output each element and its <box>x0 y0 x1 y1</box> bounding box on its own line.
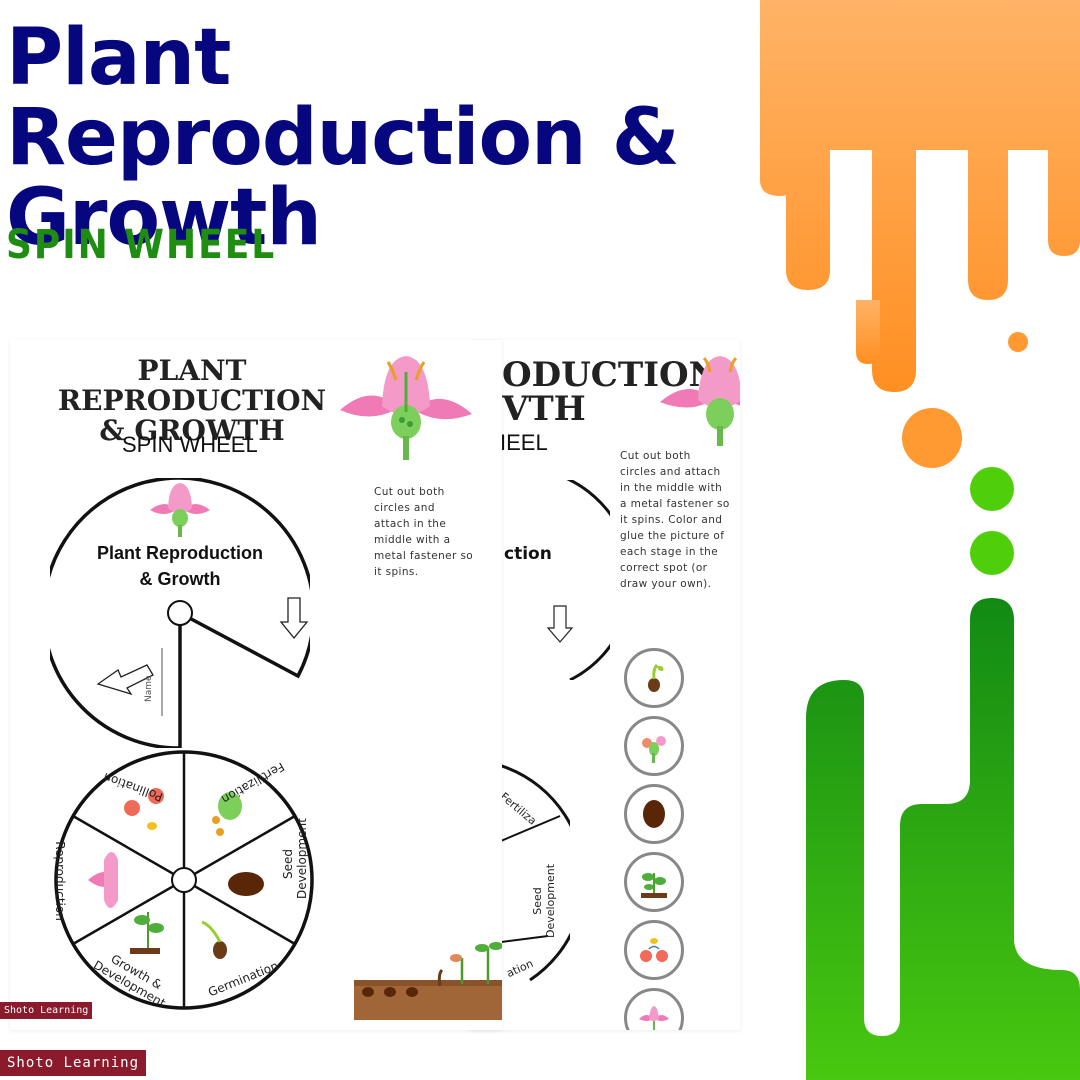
worksheet-page-back: ODUCTION VTH IEEL ction Fertiliza Seed D… <box>470 340 740 1030</box>
page-title: Plant Reproduction & Growth <box>6 13 680 263</box>
worksheet-page-front: PLANT REPRODUCTION & GROWTH SPIN WHEEL P… <box>10 340 502 1030</box>
watermark: Shoto Learning <box>0 1050 147 1076</box>
stage-icon-column <box>624 648 684 1030</box>
worksheet-back-instructions: Cut out both circles and attach in the m… <box>620 450 730 590</box>
wheel-title: Plant Reproduction & Growth <box>97 543 263 589</box>
flower-illustration-icon <box>660 356 740 446</box>
worksheet-front-subtitle: SPIN WHEEL <box>122 432 258 457</box>
back-wheel-label-fragment: ction <box>504 544 552 564</box>
worksheet-back-title: ODUCTION VTH <box>502 355 720 429</box>
green-dot-decoration <box>970 531 1014 575</box>
segment-label-reproduction: Reproduction <box>52 841 67 921</box>
flower-cross-section-icon <box>624 716 684 776</box>
spin-wheel-top <box>50 478 310 748</box>
back-segment-label-seed-development: Seed Development <box>531 863 557 939</box>
worksheet-back-subtitle: IEEL <box>500 430 548 455</box>
young-plant-icon <box>624 852 684 912</box>
segment-label-seed-development: Seed Development <box>281 818 309 899</box>
spin-wheel-bottom <box>54 750 314 1010</box>
flower-icon <box>624 988 684 1030</box>
germination-soil-strip <box>354 942 502 1020</box>
worksheet-front-title: PLANT REPRODUCTION & GROWTH <box>57 354 327 447</box>
flower-illustration-icon <box>340 356 472 460</box>
orange-drip-decoration <box>760 0 1080 468</box>
worksheet-front-instructions: Cut out both circles and attach in the m… <box>374 486 474 578</box>
pollination-icon <box>624 920 684 980</box>
sprouting-seed-icon <box>624 648 684 708</box>
seed-icon <box>624 784 684 844</box>
watermark-small: Shoto Learning <box>0 1002 93 1019</box>
green-pipe-decoration <box>806 598 1080 1080</box>
page-subtitle: SPIN WHEEL <box>6 222 277 268</box>
name-label: Name <box>144 675 154 702</box>
back-wheel-top-fragment <box>470 480 610 680</box>
green-dot-decoration <box>970 467 1014 511</box>
